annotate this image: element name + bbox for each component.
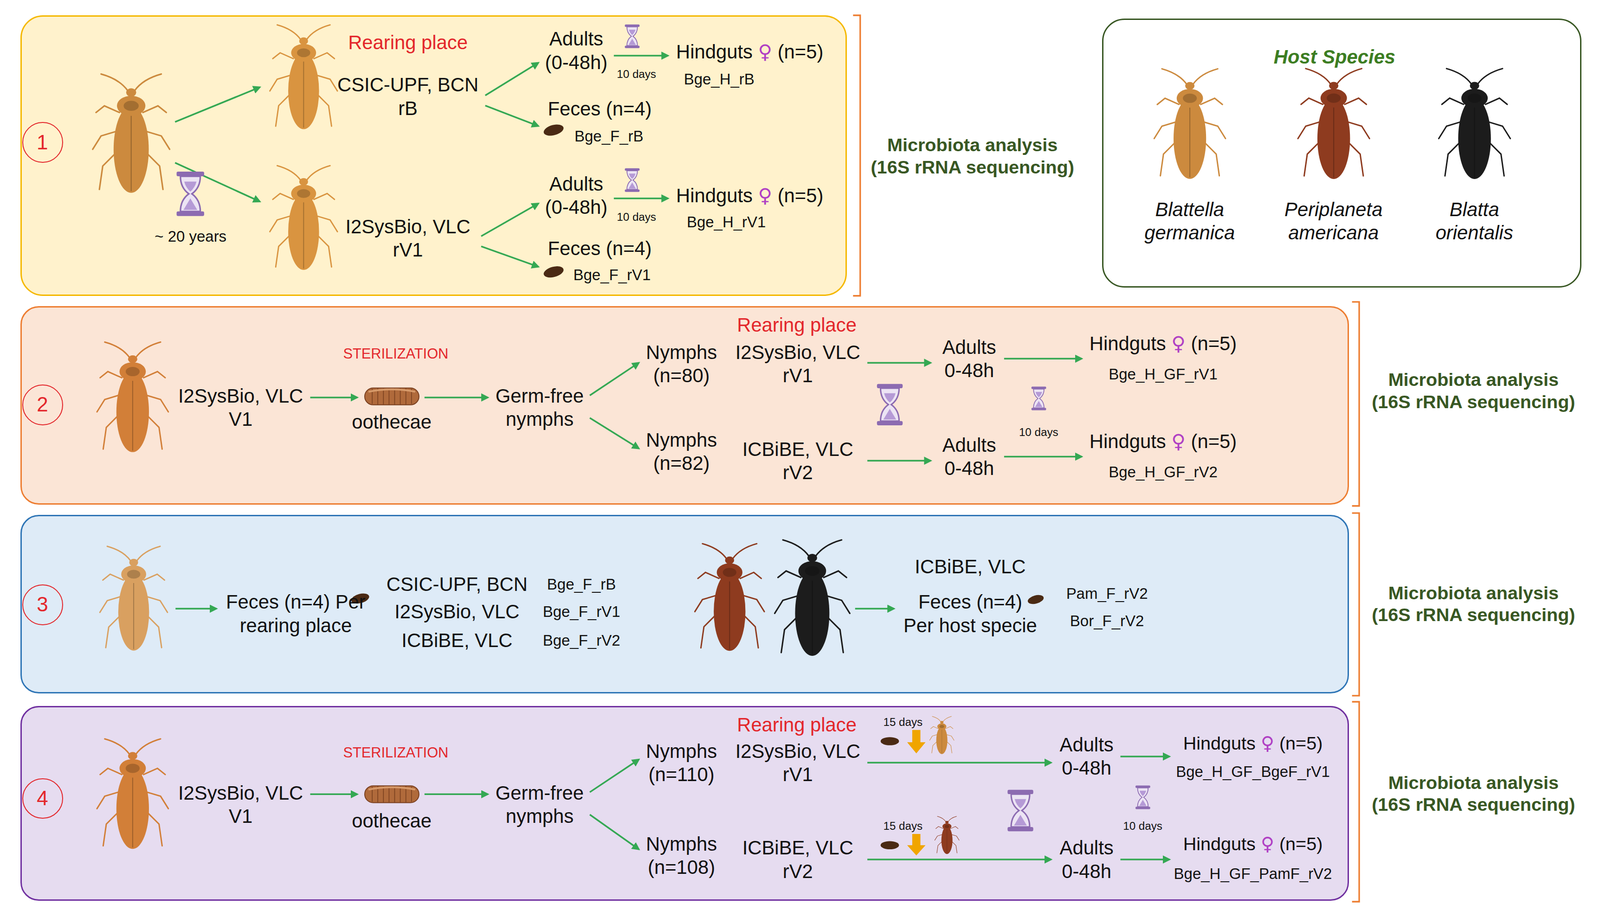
node-text: Hindguts ♀ (n=5) [1089,332,1237,356]
node-text: Host Species [1273,45,1396,69]
node-text: Feces (n=4) [547,237,652,261]
node-text: Bge_F_rV1 [573,265,651,285]
node-text: Feces (n=4) [547,97,652,121]
female-symbol: ♀ [758,184,773,207]
side-label: Microbiota analysis (16S rRNA sequencing… [1371,368,1576,413]
panel-box: Rearing placeCSIC-UPF, BCN rB ~ 20 years I… [20,15,847,297]
side-label: Microbiota analysis (16S rRNA sequencing… [1371,581,1576,626]
step-number: 4 [36,786,48,811]
node-text: ICBiBE, VLC rV2 [741,836,854,884]
node-text: Germ-free nymphs [495,781,585,829]
node-text: oothecae [351,809,432,833]
step-number: 1 [36,129,48,155]
node-text: Hindguts ♀ (n=5) [1183,732,1323,755]
node-text: Rearing place [736,313,857,337]
panel-box: I2SysBio, VLC V1 STERILIZATION oothecae Ger… [20,706,1349,902]
illustration [92,305,1349,505]
illustration [92,705,1349,860]
node-text: Nymphs (n=80) [645,341,718,388]
node-text: Adults (0-48h) [544,172,609,220]
node-text: Bge_H_rB [683,70,755,89]
node-text: Bge_H_rV1 [686,212,766,232]
node-text: I2SysBio, VLC rV1 [344,215,471,262]
illustration [1102,24,1511,288]
node-text: ~ 20 years [154,227,227,246]
node-text: Bor_F_rV2 [1070,612,1144,631]
panel-box: Feces (n=4) Per rearing place CSIC-UPF, B… [20,515,1349,694]
node-text: 10 days [1122,819,1163,833]
node-text: ICBiBE, VLC rV2 [741,438,854,485]
node-text: I2SysBio, VLC [394,600,520,624]
node-text: Bge_F_rV2 [542,631,621,651]
node-text: Blatta orientalis [1435,198,1514,245]
node-text: CSIC-UPF, BCN rB [336,73,479,120]
node-text: ICBiBE, VLC [401,629,513,653]
panel-box: Host SpeciesBlattella germanica Periplane… [1102,18,1582,289]
node-text: ICBiBE, VLC [914,555,1026,579]
node-text: Rearing place [348,31,468,55]
female-symbol: ♀ [1260,833,1275,856]
node-text: Nymphs (n=108) [645,832,718,880]
node-text: 15 days [883,819,923,833]
node-text: Bge_F_rB [574,127,644,146]
female-symbol: ♀ [1171,332,1186,355]
node-text: I2SysBio, VLC rV1 [735,341,861,388]
illustration [20,515,1349,694]
node-text: 10 days [616,67,657,81]
illustration [92,24,847,296]
illustration [92,515,1349,694]
node-text: Blattella germanica [1143,198,1236,245]
node-text: STERILIZATION [343,744,449,762]
node-text: oothecae [351,410,432,434]
node-text: Hindguts ♀ (n=5) [676,184,824,208]
side-label: Microbiota analysis (16S rRNA sequencing… [870,134,1075,179]
step-number-circle: 2 [22,384,64,426]
female-symbol: ♀ [1260,732,1275,755]
node-text: 15 days [883,715,923,730]
step-number-circle: 3 [22,584,64,626]
panel-box: I2SysBio, VLC V1 STERILIZATION oothecae Ger… [20,306,1349,506]
step-number-circle: 4 [22,778,64,820]
node-text: I2SysBio, VLC rV1 [735,739,861,787]
node-text: Pam_F_rV2 [1066,584,1149,604]
node-text: Bge_H_GF_PamF_rV2 [1174,864,1333,884]
step-number: 3 [36,592,48,618]
node-text: Bge_H_GF_rV2 [1108,463,1218,482]
node-text: Periplaneta americana [1283,198,1383,245]
node-text: 10 days [616,210,657,224]
node-text: Bge_F_rV1 [542,602,621,622]
node-text: Adults 0-48h [1059,836,1115,884]
node-text: Adults 0-48h [941,335,997,383]
node-text: Hindguts ♀ (n=5) [1183,833,1323,856]
node-text: Bge_H_GF_rV1 [1108,365,1218,384]
node-text: STERILIZATION [343,345,449,363]
node-text: CSIC-UPF, BCN [386,573,528,597]
node-text: Germ-free nymphs [495,384,585,432]
node-text: Adults 0-48h [941,433,997,481]
node-text: Hindguts ♀ (n=5) [676,40,824,64]
step-number-circle: 1 [22,122,64,163]
node-text: I2SysBio, VLC V1 [177,781,304,829]
node-text: Rearing place [736,713,857,737]
node-text: Bge_H_GF_BgeF_rV1 [1175,763,1330,782]
node-text: Nymphs (n=82) [645,428,718,476]
node-text: Bge_F_rB [547,575,616,594]
node-text: I2SysBio, VLC V1 [177,384,304,432]
female-symbol: ♀ [1171,430,1186,453]
node-text: Feces (n=4) Per host specie [903,590,1038,638]
node-text: 10 days [1019,425,1059,440]
side-label: Microbiota analysis (16S rRNA sequencing… [1371,771,1576,816]
female-symbol: ♀ [758,40,773,64]
node-text: Adults 0-48h [1059,733,1115,781]
step-number: 2 [36,392,48,418]
node-text: Nymphs (n=110) [645,739,718,787]
node-text: Adults (0-48h) [544,27,609,74]
node-text: Hindguts ♀ (n=5) [1089,430,1237,454]
node-text: Feces (n=4) Per rearing place [221,590,370,638]
